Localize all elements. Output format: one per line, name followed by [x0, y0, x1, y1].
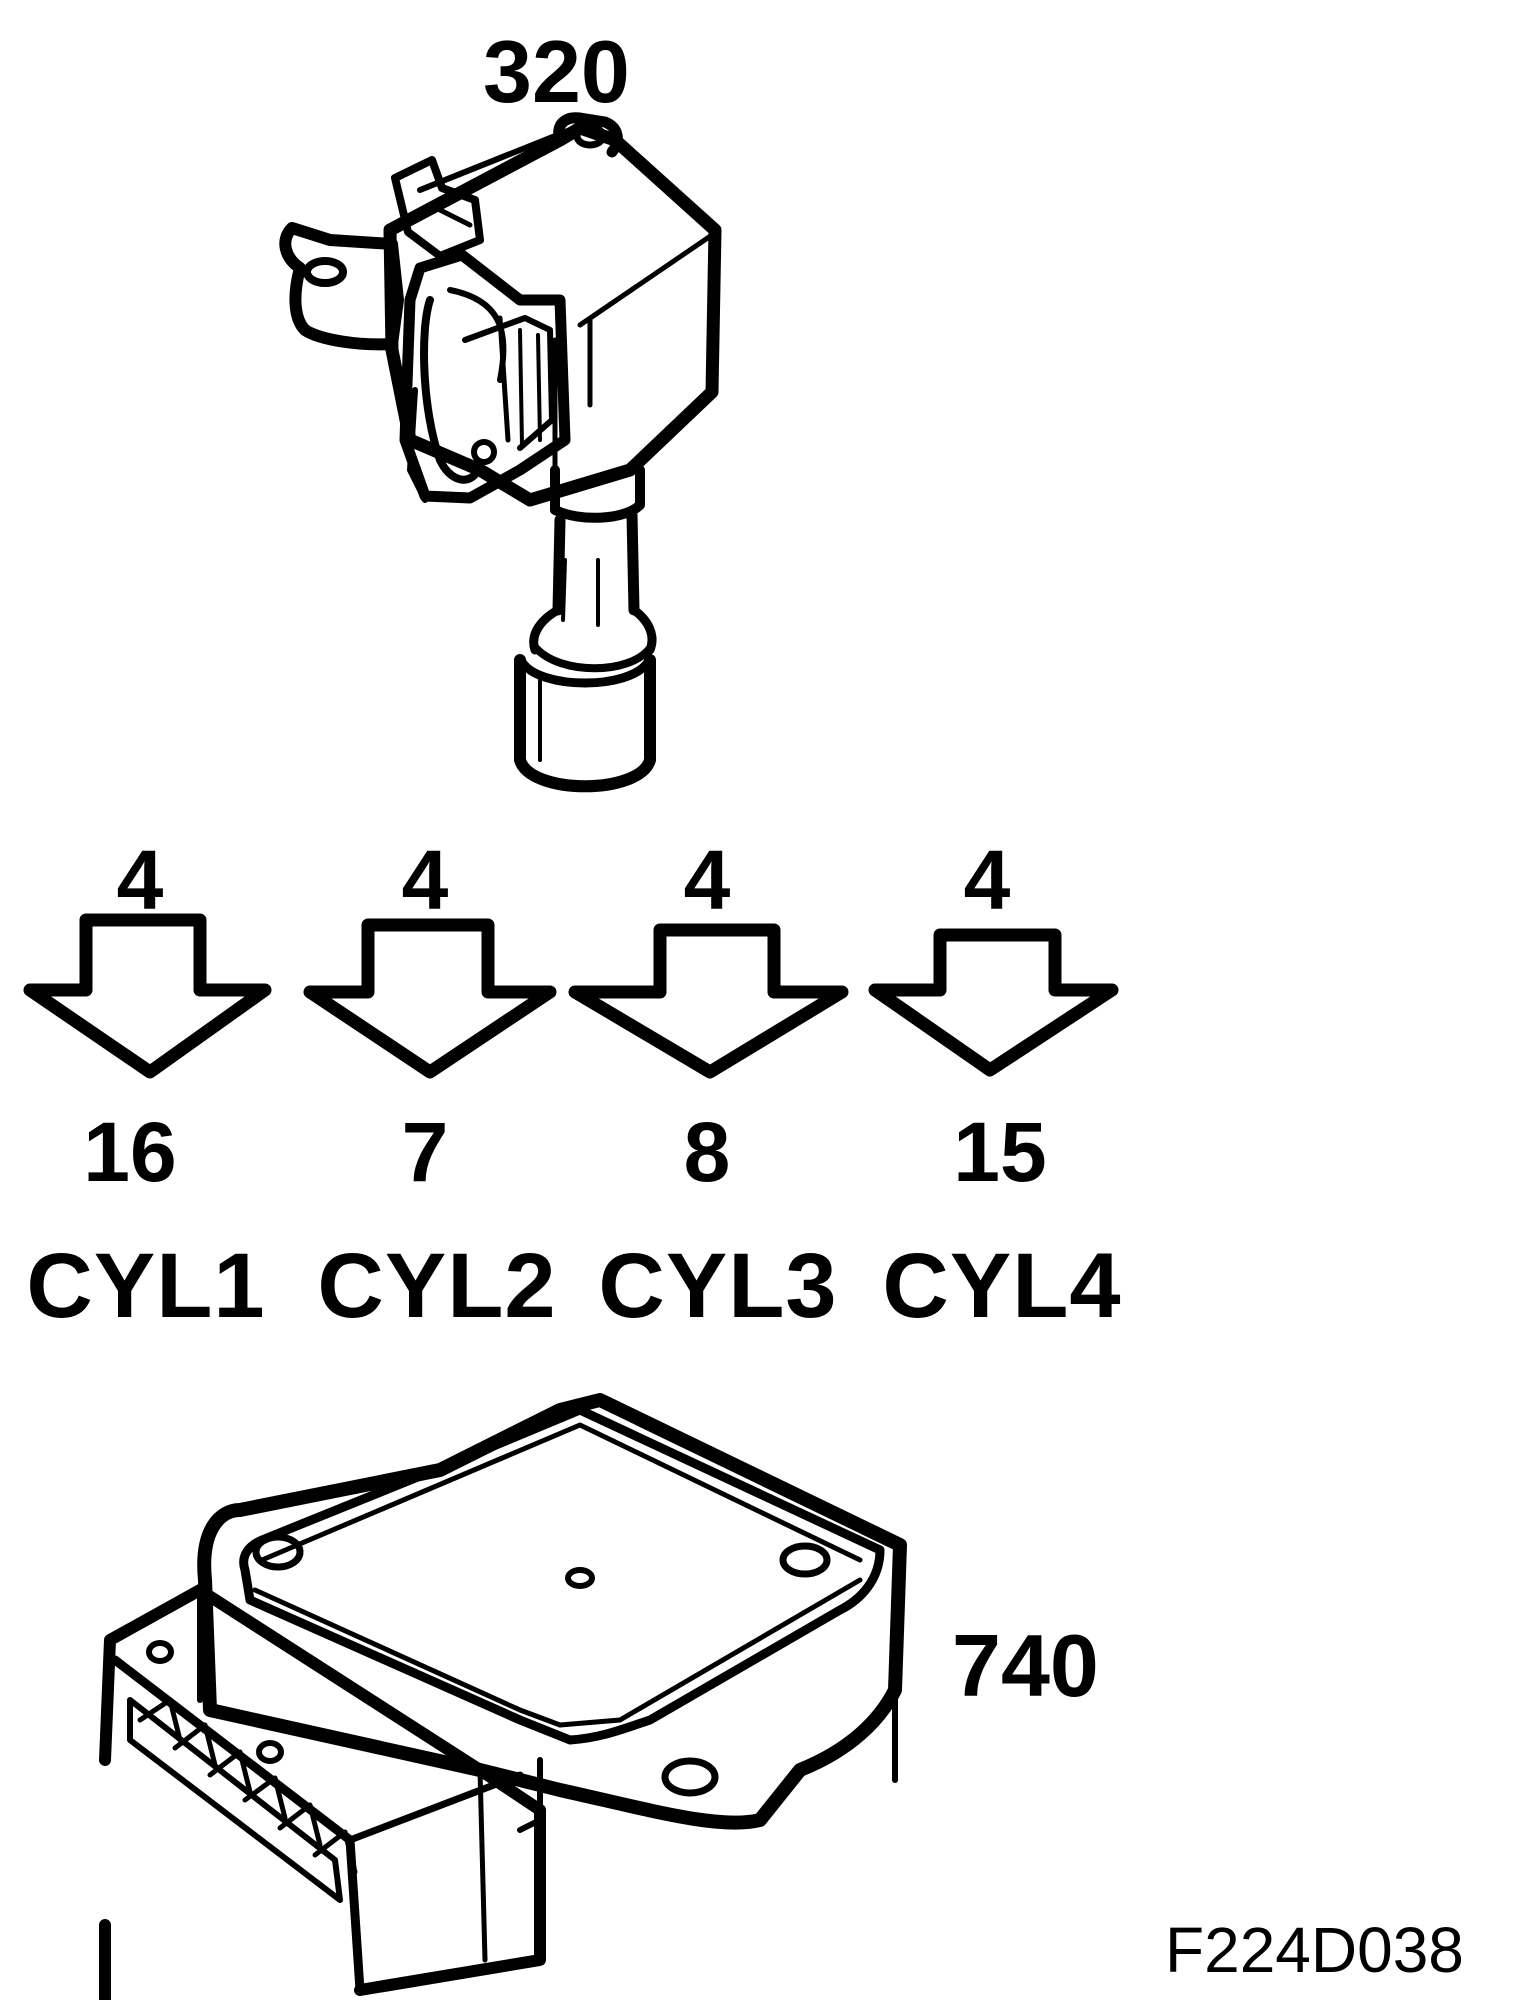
cylinder-label: CYL2: [317, 1235, 557, 1337]
coil-reference-label: 320: [483, 22, 630, 121]
module-pin-label: 15: [953, 1105, 1047, 1199]
cylinder-label: CYL4: [882, 1235, 1122, 1337]
arrow-down-icon: [303, 918, 557, 1079]
module-pin-label: 7: [401, 1105, 449, 1199]
module-pin-label: 8: [683, 1105, 731, 1199]
arrow-down-icon: [868, 928, 1119, 1077]
coil-pin-label: 4: [401, 833, 449, 927]
coil-pin-label: 4: [116, 833, 164, 927]
figure-code: F224D038: [1165, 1914, 1464, 1986]
coil-pin-label: 4: [683, 833, 731, 927]
coil-pin-label: 4: [963, 833, 1011, 927]
ignition-coil-icon: [279, 112, 722, 793]
module-reference-label: 740: [952, 1616, 1099, 1715]
cylinder-label: CYL1: [26, 1235, 266, 1337]
cylinder-label: CYL3: [598, 1235, 838, 1337]
arrow-down-icon: [23, 913, 272, 1079]
module-pin-label: 16: [83, 1105, 177, 1199]
arrow-down-icon: [568, 923, 849, 1079]
ignition-module-icon: [99, 1393, 907, 2000]
